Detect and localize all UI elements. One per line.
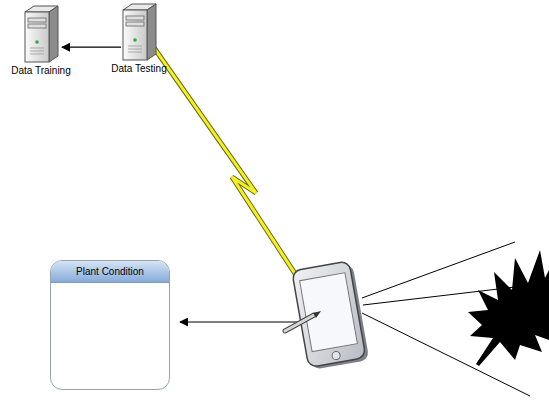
server-node: Data Training	[5, 4, 77, 77]
leaf-silhouette	[468, 250, 549, 366]
server-node: Data Testing	[104, 2, 174, 75]
server-label: Data Training	[5, 65, 77, 77]
data-arrow	[62, 47, 121, 48]
stylus	[285, 311, 321, 331]
result-arrow	[180, 321, 300, 322]
tablet	[292, 260, 370, 370]
panel-header: Plant Condition	[51, 261, 169, 283]
server-icon	[119, 2, 159, 62]
panel-title: Plant Condition	[57, 266, 163, 278]
wireless-link	[150, 42, 307, 292]
server-icon	[21, 4, 61, 64]
result-panel: Plant Condition	[50, 260, 170, 390]
server-label: Data Testing	[104, 63, 174, 75]
wireless-link	[150, 42, 307, 292]
panel-body	[51, 283, 169, 291]
